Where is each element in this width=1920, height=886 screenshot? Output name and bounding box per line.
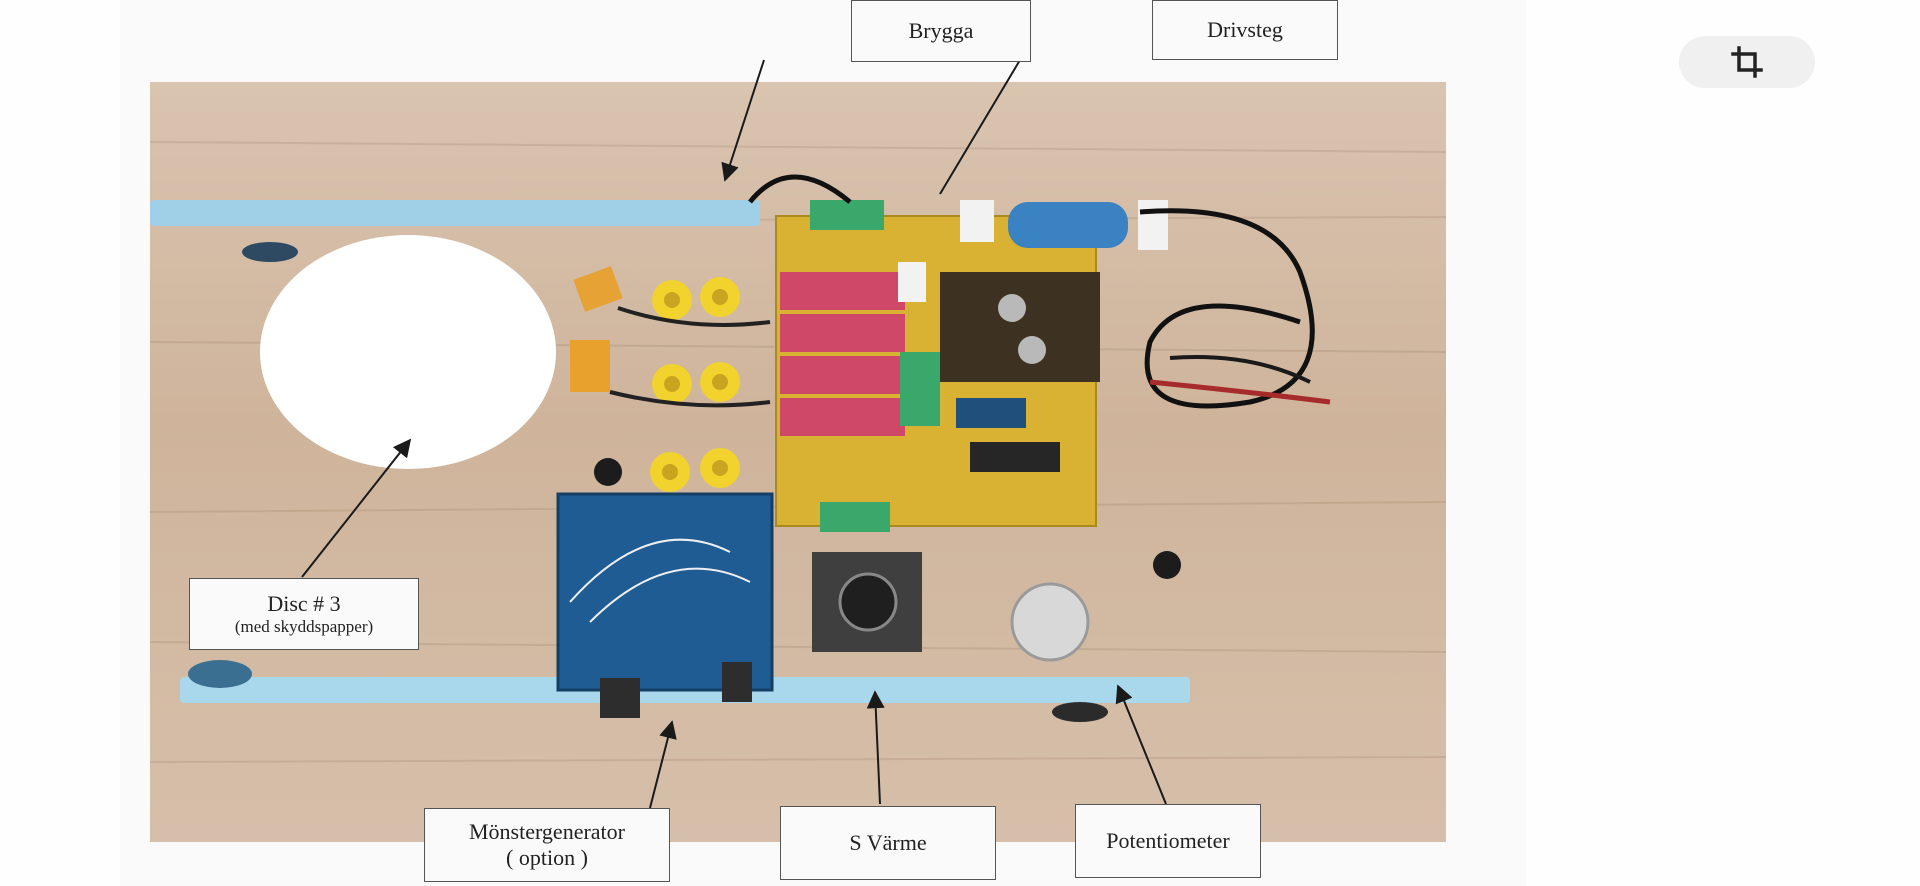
- label-disc-line1: Disc # 3: [267, 591, 341, 616]
- label-monstergenerator-line2: ( option ): [506, 845, 588, 870]
- label-s-varme-text: S Värme: [849, 830, 927, 855]
- label-monstergenerator: Mönstergenerator ( option ): [424, 808, 670, 882]
- label-drivsteg: Drivsteg: [1152, 0, 1338, 60]
- label-brygga: Brygga: [851, 0, 1031, 62]
- label-s-varme: S Värme: [780, 806, 996, 880]
- callout-arrows: [301, 59, 1167, 809]
- label-drivsteg-text: Drivsteg: [1207, 17, 1283, 42]
- label-monstergenerator-line1: Mönstergenerator: [469, 819, 625, 844]
- label-brygga-text: Brygga: [908, 18, 974, 43]
- label-potentiometer: Potentiometer: [1075, 804, 1261, 878]
- board-illustration: [150, 141, 1446, 763]
- label-disc-line2: (med skyddspapper): [234, 617, 374, 636]
- disc-3: [260, 235, 556, 469]
- arduino-board: [558, 494, 772, 690]
- capacitor: [1008, 202, 1128, 248]
- label-potentiometer-text: Potentiometer: [1106, 828, 1230, 853]
- crop-button[interactable]: [1679, 36, 1815, 88]
- board-photo: [150, 82, 1446, 842]
- crop-icon: [1731, 46, 1763, 78]
- document-page: Brygga Drivsteg Disc # 3 (med skyddspapp…: [120, 0, 1526, 886]
- label-disc: Disc # 3 (med skyddspapper): [189, 578, 419, 650]
- top-rail: [150, 200, 760, 226]
- potentiometer-knob: [1010, 582, 1090, 662]
